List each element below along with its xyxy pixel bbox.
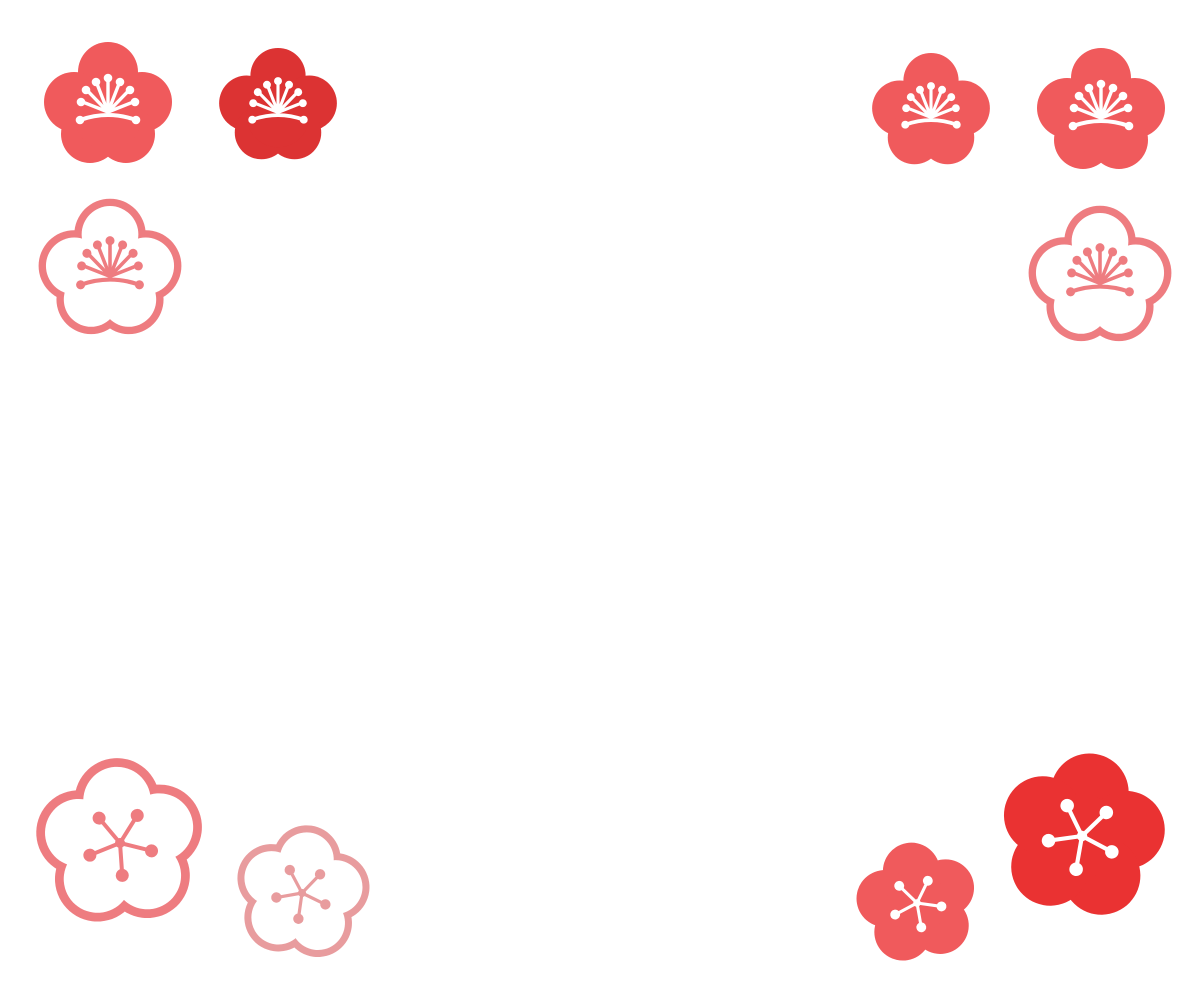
stamen-icon <box>1068 79 1134 131</box>
plum-blossom-icon-top-left-1 <box>44 42 172 163</box>
flower-petals <box>1037 48 1165 169</box>
plum-blossom-icon-bottom-left-1 <box>36 758 202 922</box>
stamen-icon <box>76 236 144 290</box>
plum-blossom-icon-top-right-1 <box>872 52 990 165</box>
flower-fill <box>45 766 194 913</box>
plum-blossom-icon-bottom-right-1 <box>856 842 975 961</box>
plum-blossom-icon-top-right-2 <box>1037 48 1165 169</box>
stamen-icon <box>890 875 947 933</box>
stamen-icon <box>901 82 961 129</box>
stamen-icon <box>75 73 141 125</box>
plum-blossom-icon-top-left-3 <box>38 198 182 335</box>
plum-blossom-icon-top-right-3 <box>1028 205 1172 342</box>
stamen-icon <box>1066 243 1134 297</box>
stamen-icon <box>271 864 331 924</box>
stamen-icon <box>83 808 159 882</box>
plum-blossom-icon-top-left-2 <box>219 47 337 160</box>
flower-petals <box>219 47 337 160</box>
stamen-icon <box>1041 798 1119 877</box>
plum-blossom-icon-bottom-left-2 <box>237 825 370 958</box>
stamen-icon <box>248 77 308 124</box>
plum-blossom-icon-bottom-right-2 <box>1003 753 1165 915</box>
